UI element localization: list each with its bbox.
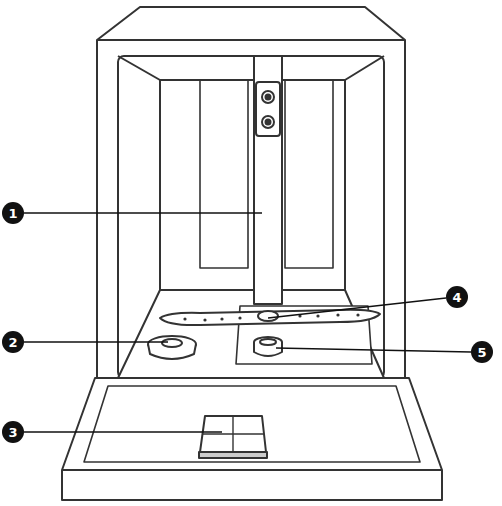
callout-number: 1 — [2, 202, 24, 224]
callout-number: 3 — [2, 421, 24, 443]
callout-number: 2 — [2, 331, 24, 353]
callout-number: 4 — [446, 286, 468, 308]
callout-number: 5 — [471, 341, 493, 363]
